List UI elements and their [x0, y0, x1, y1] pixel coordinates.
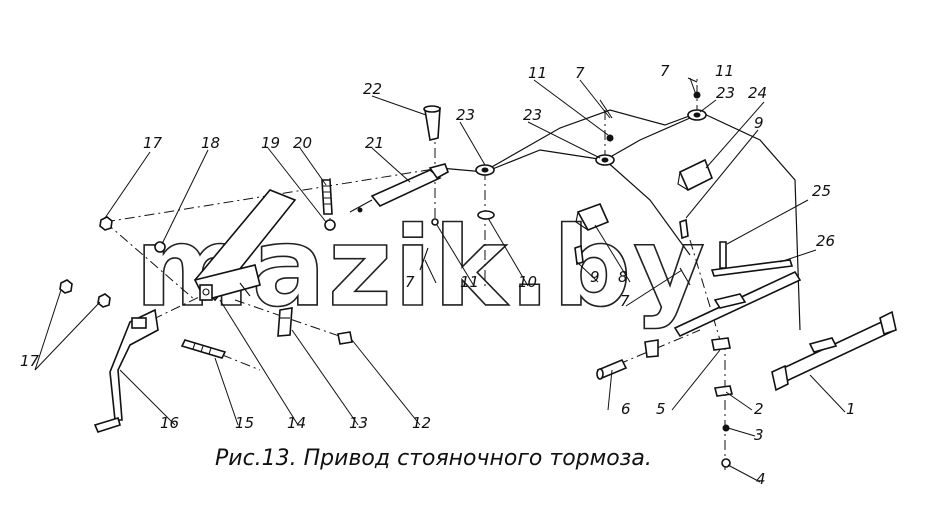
- callout-20: 20: [293, 134, 312, 152]
- part-17-nuts: [59, 216, 113, 308]
- callout-11c: 11: [460, 273, 479, 291]
- callout-8: 8: [618, 268, 628, 286]
- callout-24: 24: [748, 84, 767, 102]
- part-16-bracket: [93, 308, 159, 433]
- part-24-bracket: [677, 158, 714, 192]
- callout-21: 21: [365, 134, 384, 152]
- part-7-pins: [419, 77, 698, 286]
- callout-labels: 17 18 19 20 21 22 23 23 11 7 7 11 23 24 …: [20, 62, 856, 488]
- intermediate-lever: [673, 270, 802, 338]
- callout-23c: 23: [716, 84, 735, 102]
- callout-7d: 7: [620, 292, 630, 310]
- callout-25: 25: [812, 182, 831, 200]
- callout-14: 14: [287, 414, 306, 432]
- callout-23b: 23: [523, 106, 542, 124]
- part-25-bolt: [719, 241, 727, 269]
- callout-4: 4: [756, 470, 766, 488]
- callout-17: 17: [143, 134, 163, 152]
- callout-22: 22: [363, 80, 382, 98]
- callout-19: 19: [261, 134, 280, 152]
- part-18-washer: [154, 241, 166, 253]
- callout-26: 26: [816, 232, 835, 250]
- part-26-plate: [710, 259, 794, 277]
- callout-12: 12: [412, 414, 431, 432]
- callout-18: 18: [201, 134, 220, 152]
- part-9-bolts: [574, 218, 689, 266]
- callout-11a: 11: [528, 64, 547, 82]
- callout-15: 15: [235, 414, 254, 432]
- part-21-rod: [349, 163, 449, 213]
- part-1-lever: [771, 310, 897, 392]
- callout-11b: 11: [715, 62, 734, 80]
- part-11-nuts: [431, 91, 701, 226]
- callout-9b: 9: [590, 268, 600, 286]
- part-5-clamp: [711, 337, 731, 351]
- part-23-pulleys: [475, 109, 707, 176]
- callout-7b: 7: [660, 62, 670, 80]
- part-13-clip: [277, 307, 293, 337]
- callout-7c: 7: [405, 273, 415, 291]
- callout-16: 16: [160, 414, 179, 432]
- callout-3: 3: [754, 426, 764, 444]
- callout-9a: 9: [754, 114, 764, 132]
- part-6-bolt: [596, 358, 628, 380]
- callout-13: 13: [349, 414, 368, 432]
- part-12-bolt: [337, 331, 353, 345]
- part-8-bracket: [575, 202, 610, 232]
- part-10-washer: [477, 210, 495, 220]
- callout-17b: 17: [20, 352, 40, 370]
- callout-23a: 23: [456, 106, 475, 124]
- clevis: [644, 339, 659, 358]
- part-15-bolt: [180, 339, 227, 359]
- callout-5: 5: [656, 400, 666, 418]
- part-14-lever: [193, 189, 297, 302]
- callout-6: 6: [621, 400, 631, 418]
- callout-10: 10: [518, 273, 537, 291]
- part-22-pin: [423, 105, 441, 141]
- figure-caption: Рис.13. Привод стояночного тормоза.: [215, 446, 652, 471]
- callout-2: 2: [754, 400, 764, 418]
- part-19-nut: [324, 219, 336, 231]
- callout-1: 1: [846, 400, 856, 418]
- callout-7a: 7: [575, 64, 585, 82]
- leader-lines: [34, 77, 846, 483]
- part-20-bolt: [321, 179, 333, 215]
